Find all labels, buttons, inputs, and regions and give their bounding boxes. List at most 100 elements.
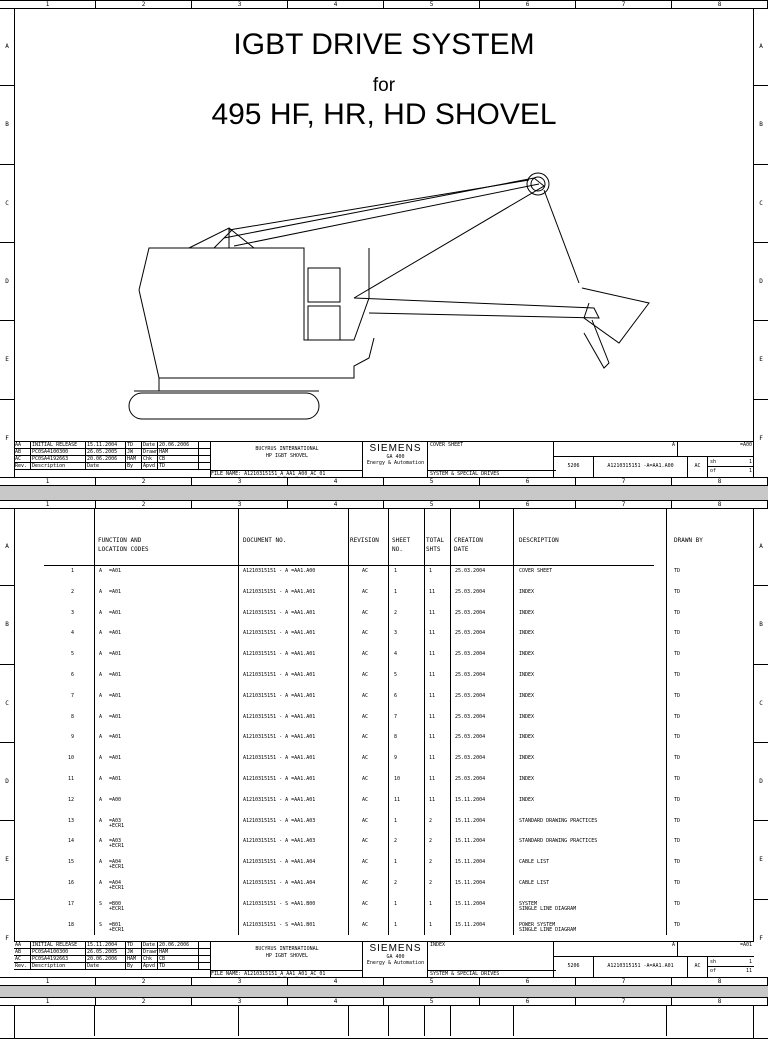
rev-desc: INITIAL RELEASE xyxy=(31,442,86,448)
cover-drawing-area: IGBT DRIVE SYSTEM for 495 HF, HR, HD SHO… xyxy=(14,8,754,478)
cover-title: IGBT DRIVE SYSTEM xyxy=(233,28,535,61)
index-cell-tot: 2 xyxy=(429,859,433,866)
index-cell-tot: 11 xyxy=(429,755,436,762)
total-sheets: 11 xyxy=(745,968,752,974)
ruler-column: 8 xyxy=(672,998,768,1005)
index-cell-a: A xyxy=(99,796,103,803)
index-cell-tot: 2 xyxy=(429,817,433,824)
ruler-column: 4 xyxy=(288,478,384,485)
shovel-illustration xyxy=(128,172,650,420)
index-cell-rev: AC xyxy=(362,568,369,574)
rev-value: 20.06.2006 xyxy=(158,942,199,948)
index-cell-n: 1 xyxy=(70,568,74,574)
ruler-row: E xyxy=(0,321,14,400)
ruler-column: 6 xyxy=(480,978,576,985)
rev-footer-label: Date xyxy=(86,963,126,969)
ruler-row: F xyxy=(754,900,768,978)
index-cell-a: A xyxy=(99,734,103,741)
ruler-column: 6 xyxy=(480,1,576,8)
sheet-label: sh xyxy=(710,459,717,465)
index-cell-desc: COVER SHEET xyxy=(519,568,553,574)
ruler-row: C xyxy=(754,165,768,243)
index-cell-tot: 1 xyxy=(429,900,433,907)
index-cell-desc: INDEX xyxy=(519,651,535,658)
rev-code: AC xyxy=(14,456,31,462)
index-cell-a: S xyxy=(99,921,103,928)
index-cell-doc: A1210315151 - S =AA1.B00 xyxy=(243,900,316,907)
index-cell-doc: A1210315151 - A =AA1.A00 xyxy=(243,568,316,574)
ruler-row: A xyxy=(0,8,14,87)
index-cell-n: 3 xyxy=(70,609,74,616)
index-cell-rev: AC xyxy=(362,859,369,866)
index-cell-desc: INDEX xyxy=(519,755,535,762)
index-cell-a: A xyxy=(99,776,103,782)
index-cell-doc: A1210315151 - A =AA1.A04 xyxy=(243,880,316,886)
index-cell-desc: POWER SYSTEM xyxy=(519,921,556,928)
index-cell-sh: 1 xyxy=(394,921,398,928)
index-cell-by: TD xyxy=(674,755,681,762)
ruler-column: 8 xyxy=(672,478,768,485)
index-cell-desc: INDEX xyxy=(519,609,535,616)
index-cell-a: A xyxy=(99,672,103,678)
index-cell-desc: CABLE LIST xyxy=(519,880,550,886)
index-cell-n: 16 xyxy=(67,880,74,886)
index-cell-desc: INDEX xyxy=(519,796,535,803)
index-cell-a: A xyxy=(99,880,103,886)
index-cell-loc2: +ECR1 xyxy=(109,926,125,933)
index-cell-a: A xyxy=(99,588,103,595)
rev-label: Date xyxy=(142,942,158,948)
index-cell-desc: INDEX xyxy=(519,776,535,782)
index-cell-doc: A1210315151 - A =AA1.A01 xyxy=(243,672,316,678)
brand-dept: SYSTEM & SPECIAL DRIVES xyxy=(427,470,556,478)
rev-date: 15.11.2004 xyxy=(86,942,126,948)
index-cell-desc: INDEX xyxy=(519,588,535,595)
ruler-row: C xyxy=(0,165,14,243)
ruler-column: 1 xyxy=(0,1,96,8)
ruler-column: 1 xyxy=(0,998,96,1005)
index-cell-n: 5 xyxy=(70,651,74,658)
ruler-row: D xyxy=(754,743,768,822)
index-cell-date: 25.03.2004 xyxy=(455,630,486,637)
index-cell-n: 18 xyxy=(67,921,74,928)
rev-value: HAM xyxy=(158,949,199,955)
index-cell-doc: A1210315151 - A =AA1.A01 xyxy=(243,755,316,762)
index-cell-loc: =A01 xyxy=(109,630,122,637)
customer-name: BUCYRUS INTERNATIONAL xyxy=(255,446,319,452)
index-cell-loc: =B00 xyxy=(109,900,122,907)
index-cell-rev: AC xyxy=(362,672,369,678)
rev-footer-label: Description xyxy=(31,963,86,969)
index-cell-tot: 11 xyxy=(429,609,436,616)
revision-table: AA INITIAL RELEASE 15.11.2004 TD Date 20… xyxy=(14,442,210,478)
rev-footer-label: Description xyxy=(31,463,86,469)
index-cell-n: 4 xyxy=(70,630,74,637)
ruler-column: 7 xyxy=(576,478,672,485)
ruler-column: 5 xyxy=(384,501,480,508)
index-cell-rev: AC xyxy=(362,900,369,907)
index-cell-n: 13 xyxy=(67,817,74,824)
index-cell-sh: 8 xyxy=(394,734,398,741)
customer-project: HP IGBT SHOVEL xyxy=(265,453,309,459)
index-cell-sh: 1 xyxy=(394,588,398,595)
index-cell-loc: =A01 xyxy=(109,651,122,658)
index-cell-desc: INDEX xyxy=(519,630,535,637)
sheet-label: sh xyxy=(710,959,717,965)
ruler-column: 8 xyxy=(672,978,768,985)
index-cell-doc: A1210315151 - A =AA1.A01 xyxy=(243,630,316,637)
ruler-column: 6 xyxy=(480,998,576,1005)
document-number: A1210315151 -A=AA1.A01 xyxy=(593,956,687,978)
ruler-row: B xyxy=(0,586,14,665)
ruler-column: 3 xyxy=(192,501,288,508)
index-cell-rev: AC xyxy=(362,651,369,658)
index-cell-date: 25.03.2004 xyxy=(455,588,486,595)
index-cell-n: 14 xyxy=(67,838,74,845)
index-cell-a: A xyxy=(99,817,103,824)
